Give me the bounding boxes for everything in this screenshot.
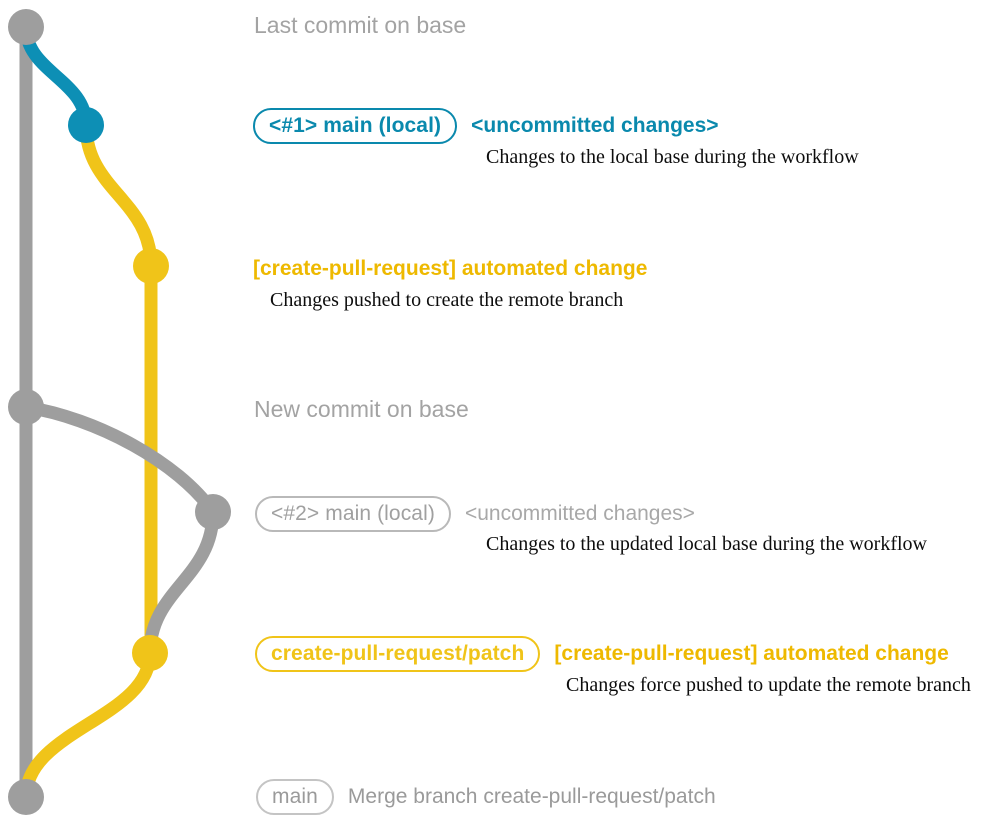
- commit-description-1: Changes to the local base during the wor…: [486, 146, 859, 168]
- node-base-new: [8, 389, 44, 425]
- node-local-1: [68, 107, 104, 143]
- ref-badge-main[interactable]: main: [256, 779, 334, 815]
- commit-description-2: Changes pushed to create the remote bran…: [270, 289, 624, 311]
- edge-local2-to-patch2: [143, 505, 220, 660]
- commit-subject-1: <uncommitted changes>: [471, 114, 719, 137]
- node-merge-commit: [8, 779, 44, 815]
- commit-description-4: Changes force pushed to update the remot…: [566, 674, 971, 696]
- commit-subject-2: [create-pull-request] automated change: [253, 257, 648, 280]
- node-base-head: [8, 9, 44, 45]
- ref-badge-create-pull-request-patch[interactable]: create-pull-request/patch: [255, 636, 541, 672]
- headline-last-commit-on-base: Last commit on base: [254, 12, 467, 38]
- node-local-2: [195, 494, 231, 530]
- node-patch-2: [132, 635, 168, 671]
- ref-badge-main-local-1[interactable]: <#1> main (local): [253, 108, 458, 144]
- edge-local1-to-patch1: [79, 118, 158, 273]
- commit-row-3: <#2> main (local) <uncommitted changes>: [255, 496, 695, 532]
- commit-description-3: Changes to the updated local base during…: [486, 533, 927, 555]
- commit-row-2: [create-pull-request] automated change: [253, 251, 647, 287]
- ref-badge-main-local-2[interactable]: <#2> main (local): [255, 496, 451, 532]
- commit-subject-5: Merge branch create-pull-request/patch: [347, 785, 716, 808]
- commit-row-4: create-pull-request/patch [create-pull-r…: [255, 636, 949, 672]
- node-patch-1: [133, 248, 169, 284]
- commit-subject-3: <uncommitted changes>: [464, 502, 695, 525]
- commit-row-5: main Merge branch create-pull-request/pa…: [256, 779, 716, 815]
- edge-patch2-to-merge: [19, 646, 157, 804]
- commit-row-1: <#1> main (local) <uncommitted changes>: [253, 108, 719, 144]
- commit-subject-4: [create-pull-request] automated change: [554, 642, 949, 665]
- edge-basenew-to-local2: [19, 400, 220, 519]
- headline-new-commit-on-base: New commit on base: [254, 396, 469, 422]
